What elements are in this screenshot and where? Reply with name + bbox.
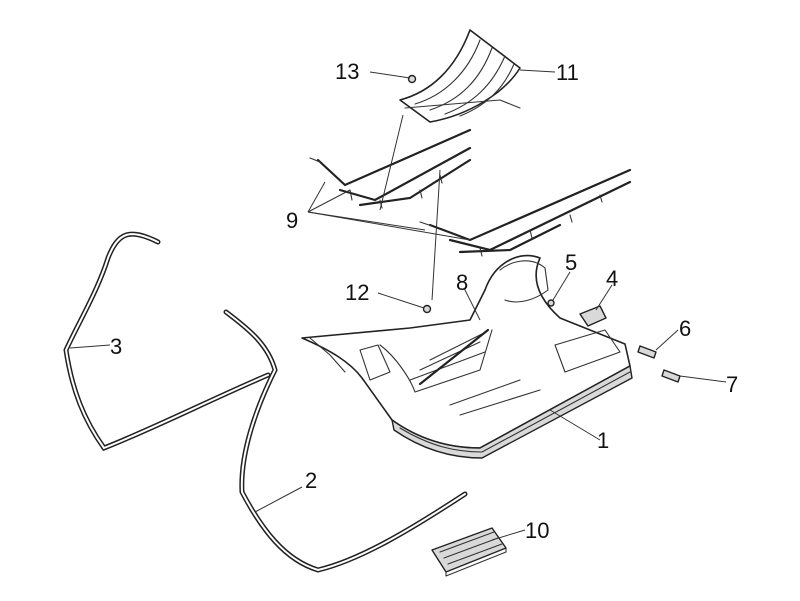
part-4-bracket bbox=[579, 305, 607, 327]
callout-6: 6 bbox=[679, 316, 691, 341]
callout-4: 4 bbox=[606, 266, 618, 291]
callout-7: 7 bbox=[726, 372, 738, 397]
part-5-nut bbox=[547, 299, 555, 307]
callout-10: 10 bbox=[525, 518, 549, 543]
callout-11: 11 bbox=[556, 60, 579, 85]
part-12-clip bbox=[422, 304, 432, 314]
callout-1: 1 bbox=[597, 428, 609, 453]
part-13-screw bbox=[407, 74, 417, 84]
callout-8: 8 bbox=[456, 270, 468, 295]
part-11-upper-cover bbox=[399, 29, 521, 123]
callout-2: 2 bbox=[305, 468, 317, 493]
callout-9: 9 bbox=[286, 208, 298, 233]
callout-labels: 13 11 9 12 8 5 4 6 7 1 3 2 10 bbox=[110, 59, 738, 543]
part-1-floor-panel bbox=[301, 254, 633, 459]
callout-3: 3 bbox=[110, 334, 122, 359]
part-10-mat bbox=[431, 527, 507, 577]
part-6-bolt bbox=[637, 345, 657, 359]
callout-5: 5 bbox=[565, 250, 577, 275]
leader-lines bbox=[69, 69, 727, 541]
part-9-trim-rails bbox=[309, 128, 632, 257]
callout-13: 13 bbox=[335, 59, 359, 84]
part-2-lower-strip bbox=[223, 309, 468, 573]
part-7-bolt bbox=[661, 369, 681, 383]
part-3-side-strip bbox=[63, 231, 271, 452]
part-8-rod bbox=[418, 328, 490, 386]
callout-12: 12 bbox=[345, 280, 369, 305]
